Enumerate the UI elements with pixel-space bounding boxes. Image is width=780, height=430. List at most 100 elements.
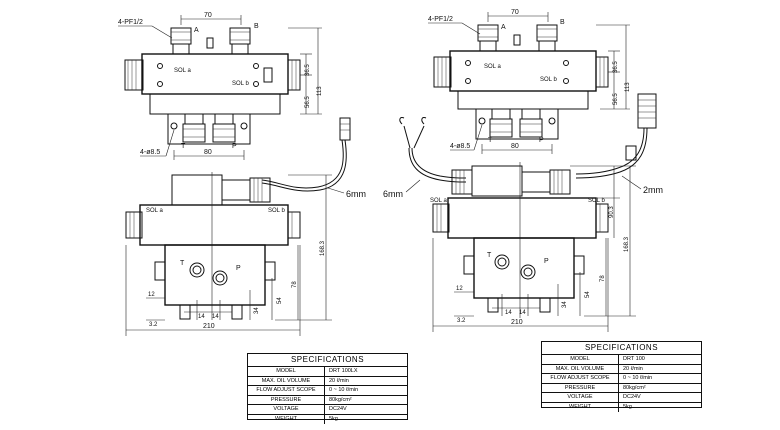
left-valve-drawing: 70 4-PF1/2 A B [118,12,366,336]
spec-key: MAX. OIL VOLUME [542,364,619,374]
left-port-p-label: P [232,143,237,150]
left-dim-14a: 14 [198,314,205,320]
right-cable-left-label: 6mm [383,189,403,199]
right-holes-label: 4-ø8.5 [450,143,470,150]
left-dim-565: 56.5 [305,96,311,108]
right-dim-210: 210 [511,319,523,326]
right-front-t-label: T [487,252,492,259]
right-front-p-label: P [544,258,549,265]
spec-key: FLOW ADJUST SCOPE [248,386,325,395]
spec-value: DC24V [329,406,347,413]
left-top-width-label: 70 [204,12,212,19]
left-top-view: 70 4-PF1/2 A B [118,12,323,160]
right-dim-34: 34 [562,301,568,308]
spec-value: 0 ~ 10 ℓ/min [623,375,653,382]
right-valve-drawing: 70 4-PF1/2 A B SOL a SOL b [383,9,663,332]
left-sol-a-label: SOL a [174,68,191,74]
left-dim-365: 36.5 [305,64,311,76]
spec-value: 0 ~ 10 ℓ/min [329,387,359,394]
left-dim-54: 54 [277,297,283,304]
spec-key: MODEL [542,355,619,364]
table-row: MAX. OIL VOLUME 20 ℓ/min [248,376,407,387]
left-front-t-label: T [180,260,185,267]
table-row: PRESSURE 80kg/cm² [542,383,701,394]
left-front-view: SOL a SOL b T P 168.3 78 54 34 [125,172,332,336]
right-ports-label: 4-PF1/2 [428,16,453,23]
table-row: VOLTAGE DC24V [542,393,701,403]
right-dim-14b: 14 [519,310,526,316]
spec-key: MAX. OIL VOLUME [248,376,325,386]
left-dim-34: 34 [254,307,260,314]
spec-key: FLOW ADJUST SCOPE [542,374,619,383]
left-front-sol-a: SOL a [146,208,163,214]
spec-value: DRT 100 [623,356,645,362]
spec-key: WEIGHT [542,402,619,412]
right-port-a-label: A [501,24,506,31]
spec-value: DC24V [623,394,641,401]
right-port-t-label: T [488,137,493,144]
table-row: PRESSURE 80kg/cm² [248,395,407,406]
right-dim-565: 56.5 [613,93,619,105]
right-port-p-label: P [539,137,544,144]
spec-value: 80kg/cm² [623,384,646,391]
left-cable-label: 6mm [346,189,366,199]
left-front-sol-b: SOL b [268,208,285,214]
right-dim-78: 78 [600,275,606,282]
right-cable-right-label: 2mm [643,185,663,195]
right-dim-113: 113 [625,82,631,92]
right-spec-table: SPECIFICATIONS MODEL DRT 100 MAX. OIL VOL… [541,341,702,412]
table-row: MODEL DRT 100LX [248,367,407,377]
spec-key: VOLTAGE [542,393,619,402]
left-bottom-width-label: 80 [204,149,212,156]
left-ports-label: 4-PF1/2 [118,19,143,26]
table-row: MODEL DRT 100 [542,355,701,365]
right-dim-14a: 14 [505,310,512,316]
spec-value: 20 ℓ/min [623,365,643,372]
table-row: FLOW ADJUST SCOPE 0 ~ 10 ℓ/min [542,374,701,384]
right-cables: 6mm 2mm [383,93,663,199]
spec-value: 20 ℓ/min [329,377,349,384]
table-row: VOLTAGE DC24V [248,405,407,415]
spec-value: 5kg [329,415,338,422]
right-dim-12: 12 [456,286,463,292]
left-spec-table: SPECIFICATIONS MODEL DRT 100LX MAX. OIL V… [247,353,408,424]
right-port-b-label: B [560,19,565,26]
spec-key: WEIGHT [248,414,325,424]
table-row: WEIGHT 5kg [248,414,407,424]
right-dim-32: 3.2 [457,318,466,324]
spec-key: VOLTAGE [248,405,325,414]
right-dim-1683: 168.3 [624,236,630,252]
left-dim-113: 113 [317,86,323,96]
left-sol-b-label: SOL b [232,81,249,87]
right-front-view: SOL a SOL b T P 90.3 168.3 78 54 [430,162,636,332]
left-dim-32: 3.2 [149,322,158,328]
left-dim-1683: 168.3 [320,240,326,256]
left-port-t-label: T [181,143,186,150]
left-dim-210: 210 [203,323,215,330]
right-top-width-label: 70 [511,9,519,16]
spec-value: 5kg [623,403,632,410]
table-row: WEIGHT 5kg [542,402,701,412]
left-front-p-label: P [236,265,241,272]
left-spec-title: SPECIFICATIONS [248,354,407,367]
spec-value: 80kg/cm² [329,396,352,403]
spec-key: PRESSURE [542,383,619,393]
spec-key: MODEL [248,367,325,376]
right-dim-365: 36.5 [613,61,619,73]
left-dim-14b: 14 [212,314,219,320]
table-row: FLOW ADJUST SCOPE 0 ~ 10 ℓ/min [248,386,407,396]
right-sol-a-label: SOL a [484,64,501,70]
right-top-view: 70 4-PF1/2 A B SOL a SOL b [428,9,631,154]
right-front-sol-b: SOL b [588,198,605,204]
right-front-sol-a: SOL a [430,198,447,204]
left-dim-12: 12 [148,292,155,298]
left-dim-78: 78 [292,281,298,288]
left-holes-label: 4-ø8.5 [140,149,160,156]
left-port-a-label: A [194,27,199,34]
right-spec-title: SPECIFICATIONS [542,342,701,355]
spec-value: DRT 100LX [329,368,358,374]
left-cable: 6mm [261,117,366,199]
spec-key: PRESSURE [248,395,325,405]
left-port-b-label: B [254,23,259,30]
